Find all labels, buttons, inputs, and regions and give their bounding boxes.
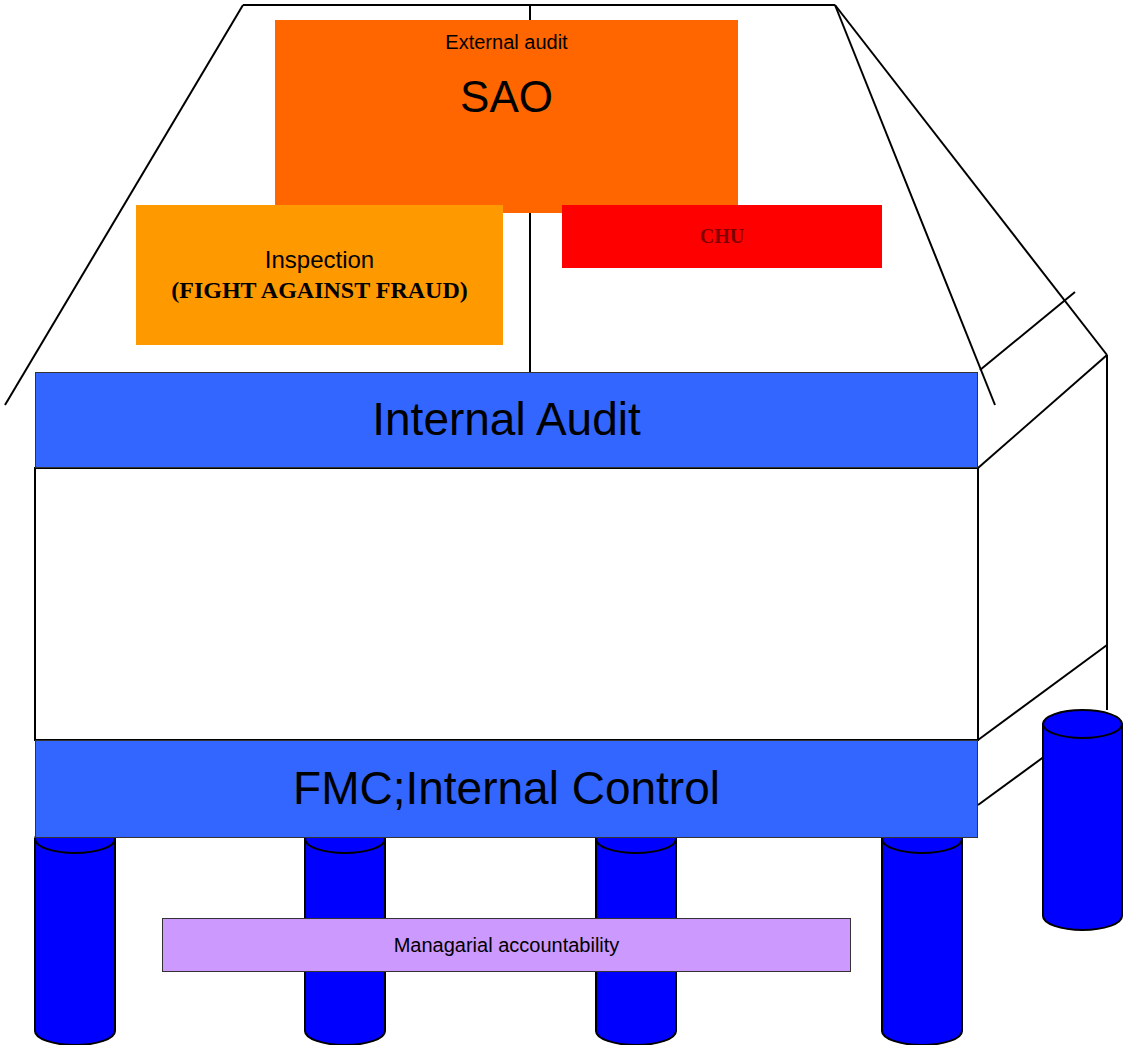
node-text: Managarial accountability	[394, 933, 620, 958]
node-text: (FIGHT AGAINST FRAUD)	[171, 275, 467, 305]
node-text: Internal Audit	[372, 391, 641, 449]
roof-ridge	[243, 4, 835, 6]
pillar-body	[1043, 724, 1122, 930]
internal-control-band: FMC;Internal Control	[35, 740, 978, 838]
house-outline	[5, 5, 1107, 805]
roof-right-back	[835, 5, 1107, 355]
roof-eave-edge	[980, 292, 1075, 370]
pillar-top	[1043, 710, 1122, 738]
side-wall-edge	[1106, 355, 1108, 710]
side-floor-edge	[978, 756, 1045, 805]
pillar-body	[35, 839, 115, 1045]
house-wall	[35, 468, 978, 740]
node-text: External audit	[445, 24, 567, 55]
chu-box: CHU	[562, 205, 882, 268]
internal-audit-band: Internal Audit	[35, 372, 978, 468]
accountability-box: Managarial accountability	[162, 918, 851, 972]
pillars	[35, 710, 1122, 1045]
inspection-box: Inspection(FIGHT AGAINST FRAUD)	[136, 205, 503, 345]
node-text: FMC;Internal Control	[293, 760, 720, 818]
pillar-body	[882, 839, 962, 1045]
node-text: CHU	[700, 224, 744, 249]
wall-top-edge	[978, 355, 1107, 468]
node-text: SAO	[460, 55, 553, 124]
node-text: Inspection	[265, 245, 374, 275]
external-audit-box: External auditSAO	[275, 20, 738, 213]
